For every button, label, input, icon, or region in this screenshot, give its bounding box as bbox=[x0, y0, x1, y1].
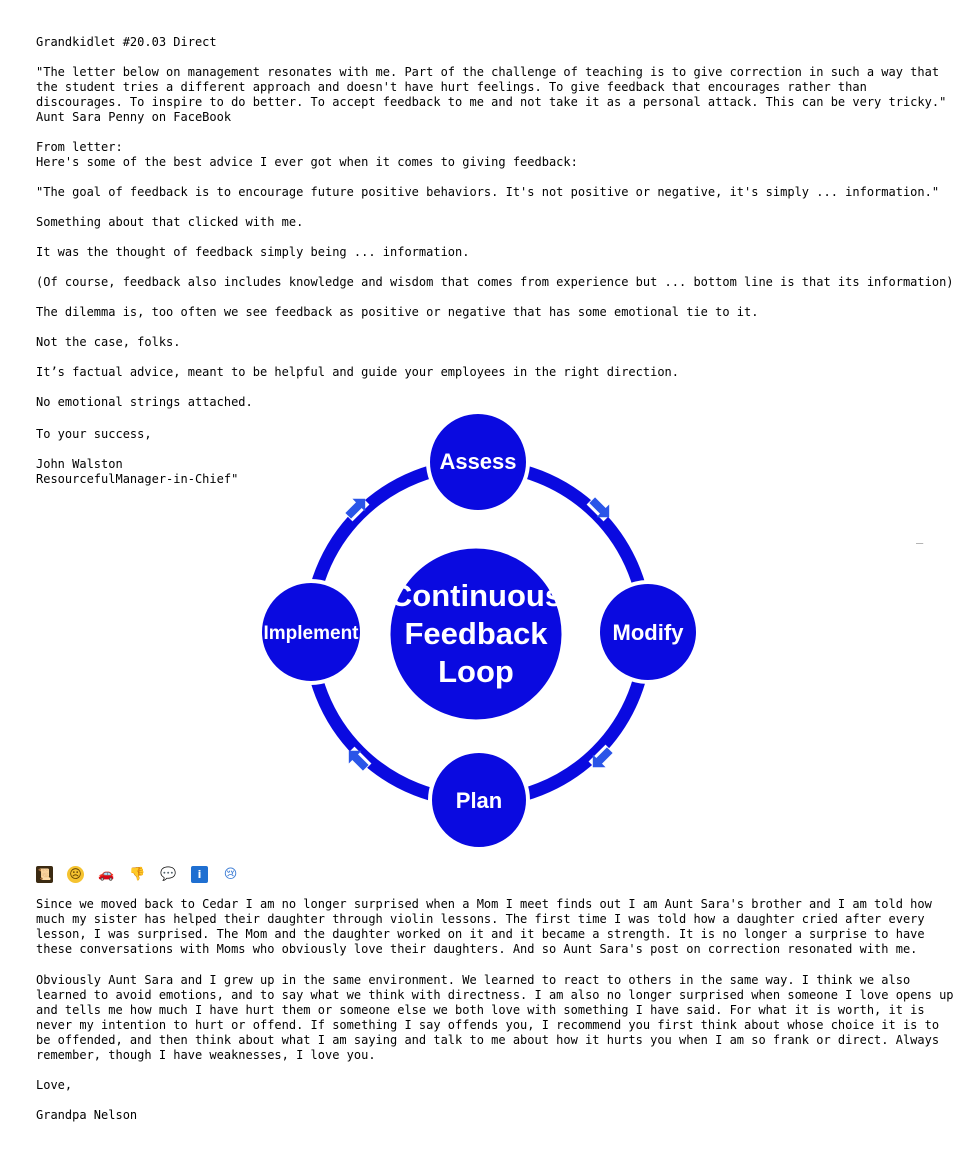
thumbs-down-icon[interactable]: 👎 bbox=[129, 867, 146, 882]
quote-line: the student tries a different approach a… bbox=[36, 80, 867, 94]
sad-face-icon[interactable]: ☹ bbox=[67, 866, 84, 883]
loop-arrow-bottom-right bbox=[588, 744, 616, 772]
car-icon[interactable]: 🚗 bbox=[98, 867, 115, 882]
letter-signature-title: ResourcefulManager-in-Chief" bbox=[36, 472, 239, 486]
center-label-line-1: Continuous bbox=[390, 578, 562, 613]
modify-node bbox=[596, 580, 700, 684]
letter-paragraph: It’s factual advice, meant to be helpful… bbox=[36, 365, 679, 379]
quote-block: "The letter below on management resonate… bbox=[36, 65, 946, 125]
reply-line: Obviously Aunt Sara and I grew up in the… bbox=[36, 973, 911, 987]
post-title: Grandkidlet #20.03 Direct bbox=[36, 35, 217, 49]
letter-paragraph: Not the case, folks. bbox=[36, 335, 181, 349]
letter-closing: To your success, bbox=[36, 427, 152, 441]
reply-paragraph-1: Since we moved back to Cedar I am no lon… bbox=[36, 897, 932, 957]
center-circle bbox=[387, 545, 565, 723]
reply-signature: Grandpa Nelson bbox=[36, 1108, 138, 1122]
reply-line: lesson, I was surprised. The Mom and the… bbox=[36, 927, 925, 941]
assess-label: Assess bbox=[439, 449, 516, 474]
feedback-loop-diagram: Continuous Feedback Loop Assess Modify P… bbox=[258, 410, 700, 851]
reply-closing: Love, bbox=[36, 1078, 73, 1092]
plan-label: Plan bbox=[456, 788, 502, 813]
crying-face-icon[interactable]: 😢 bbox=[223, 867, 238, 882]
reply-line: learned to avoid emotions, and to say wh… bbox=[36, 988, 954, 1002]
implement-node bbox=[258, 579, 364, 685]
reply-paragraph-2: Obviously Aunt Sara and I grew up in the… bbox=[36, 973, 954, 1063]
scroll-icon[interactable]: 📜 bbox=[36, 866, 53, 883]
stray-mark: _ bbox=[916, 530, 924, 544]
plan-node bbox=[428, 749, 530, 851]
reply-line: and tells me how much I have hurt them o… bbox=[36, 1003, 925, 1017]
loop-arrow-top-left bbox=[342, 494, 370, 522]
quote-attribution: Aunt Sara Penny on FaceBook bbox=[36, 110, 232, 124]
letter-paragraph: The dilemma is, too often we see feedbac… bbox=[36, 305, 759, 319]
letter-signature-name: John Walston bbox=[36, 457, 123, 471]
center-label-line-3: Loop bbox=[438, 654, 514, 689]
info-icon[interactable]: i bbox=[191, 866, 208, 883]
quote-line: discourages. To inspire to do better. To… bbox=[36, 95, 947, 109]
reply-line: these conversations with Moms who obviou… bbox=[36, 942, 918, 956]
quote-line: "The letter below on management resonate… bbox=[36, 65, 940, 79]
loop-arrow-top-right bbox=[586, 494, 614, 522]
reaction-row: 📜 ☹ 🚗 👎 💬 i 😢 bbox=[36, 866, 239, 883]
reply-line: be offended, and then think about what I… bbox=[36, 1033, 940, 1047]
letter-paragraph: It was the thought of feedback simply be… bbox=[36, 245, 470, 259]
reply-line: Since we moved back to Cedar I am no lon… bbox=[36, 897, 932, 911]
reply-line: much my sister has helped their daughter… bbox=[36, 912, 925, 926]
loop-arrow-bottom-left bbox=[344, 746, 372, 774]
letter-paragraph: "The goal of feedback is to encourage fu… bbox=[36, 185, 940, 199]
letter-paragraph: No emotional strings attached. bbox=[36, 395, 253, 409]
reply-line: remember, though I have weaknesses, I lo… bbox=[36, 1048, 376, 1062]
letter-paragraph: (Of course, feedback also includes knowl… bbox=[36, 275, 954, 289]
reply-line: never my intention to hurt or offend. If… bbox=[36, 1018, 940, 1032]
letter-intro-2: Here's some of the best advice I ever go… bbox=[36, 155, 578, 169]
speech-bubble-icon[interactable]: 💬 bbox=[160, 867, 177, 882]
letter-paragraph: Something about that clicked with me. bbox=[36, 215, 304, 229]
letter-intro-1: From letter: bbox=[36, 140, 123, 154]
center-label-line-2: Feedback bbox=[404, 616, 548, 651]
assess-node bbox=[426, 410, 530, 514]
implement-label: Implement bbox=[263, 623, 359, 644]
modify-label: Modify bbox=[613, 620, 685, 645]
